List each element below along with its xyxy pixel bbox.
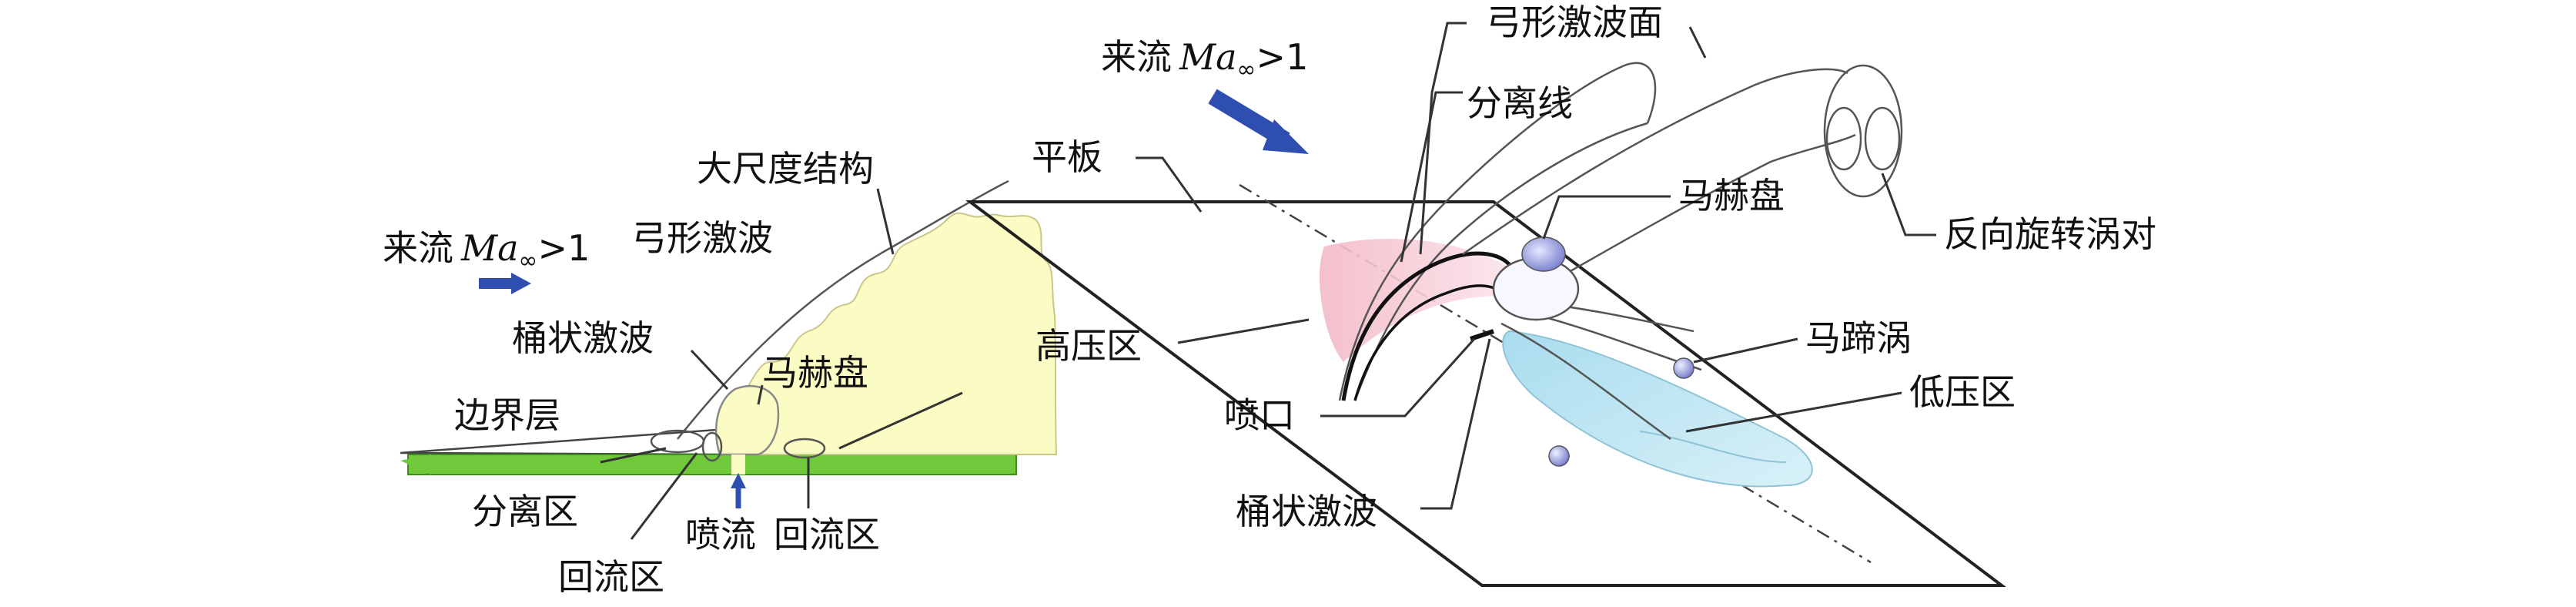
vortex-left: [1825, 106, 1862, 171]
recirculation-bubble-left: [701, 431, 723, 462]
leader-vortex-pair: [1881, 173, 1936, 236]
plate-label: 平板: [1032, 136, 1102, 178]
barrel-shock-label: 桶状激波: [512, 317, 654, 359]
low-pressure-lobe: [1639, 431, 1787, 463]
nozzle-mark: [1470, 329, 1494, 341]
horseshoe-label: 马蹄涡: [1805, 317, 1912, 359]
leader-mach-disk-right: [1542, 195, 1671, 240]
leader-recirc-inner: [838, 391, 963, 450]
horseshoe-vortex-ball-2: [1548, 445, 1570, 467]
nozzle-label: 喷口: [1224, 394, 1295, 436]
separation-zone-label: 分离区: [472, 491, 578, 532]
leader-separation-line: [1400, 91, 1463, 263]
counter-vortex-label: 反向旋转涡对: [1944, 213, 2156, 255]
recirc-right-label: 回流区: [774, 514, 880, 555]
leader-barrel: [690, 349, 729, 391]
leader-barrel-right: [1420, 338, 1491, 510]
recirc-left-label: 回流区: [558, 556, 664, 598]
plate-leading-edge: [400, 454, 431, 475]
low-pressure-label: 低压区: [1909, 371, 2016, 413]
leader-separation: [600, 447, 667, 464]
bow-shock-surface-label: 弓形激波面: [1486, 2, 1663, 43]
large-scale-label: 大尺度结构: [697, 148, 874, 189]
recirculation-bubble-right: [783, 438, 826, 459]
leader-low-pressure: [1685, 391, 1902, 433]
low-pressure-region: [1502, 330, 1813, 488]
boundary-layer-wedge: [400, 428, 729, 456]
mach-disk-label-right: 马赫盘: [1678, 175, 1785, 216]
separation-line-curve: [1341, 251, 1515, 401]
leader-plate: [1136, 156, 1203, 213]
leader-horseshoe: [1693, 337, 1798, 364]
plume-tube-upper: [1462, 68, 1848, 256]
vortex-pair-outer: [1823, 64, 1903, 198]
bow-shock-line: [677, 179, 1009, 440]
leader-high-pressure: [1177, 318, 1310, 344]
high-pressure-label: 高压区: [1035, 325, 1142, 367]
leader-large-scale: [876, 188, 895, 255]
high-pressure-region: [1320, 239, 1513, 362]
horseshoe-vortex-ball-1: [1673, 357, 1694, 379]
bow-shock-label: 弓形激波: [631, 217, 773, 259]
barrel-shock-label-right: 桶状激波: [1236, 491, 1377, 532]
separation-line-curve-2: [1353, 284, 1507, 401]
streamline-2: [1500, 322, 1671, 441]
leader-bow-surface-2: [1688, 26, 1707, 59]
leader-bow-surface: [1419, 22, 1467, 255]
freestream-arrowhead-right: [1263, 119, 1309, 154]
separation-line-label: 分离线: [1467, 82, 1573, 124]
jet-arrowhead: [731, 473, 746, 488]
mach-disk-label-left: 马赫盘: [762, 352, 868, 394]
bow-shock-surface: [1338, 62, 1657, 401]
bow-shock-surface-inner: [1353, 122, 1648, 401]
green-plate: [407, 454, 1017, 475]
mach-disk-3d: [1521, 236, 1566, 272]
boundary-layer-label: 边界层: [454, 394, 560, 436]
vortex-right: [1864, 106, 1901, 171]
flat-plate: [965, 200, 2006, 587]
jet-label: 喷流: [685, 514, 756, 555]
barrel-shock-shape: [715, 384, 780, 456]
leader-recirc-left: [630, 452, 698, 540]
jet-inlet: [731, 454, 745, 475]
plume-large-scale-structure: [738, 212, 1058, 455]
freestream-arrowhead-left: [511, 273, 531, 294]
leader-nozzle: [1320, 337, 1476, 418]
leader-mach-disk: [757, 384, 764, 405]
